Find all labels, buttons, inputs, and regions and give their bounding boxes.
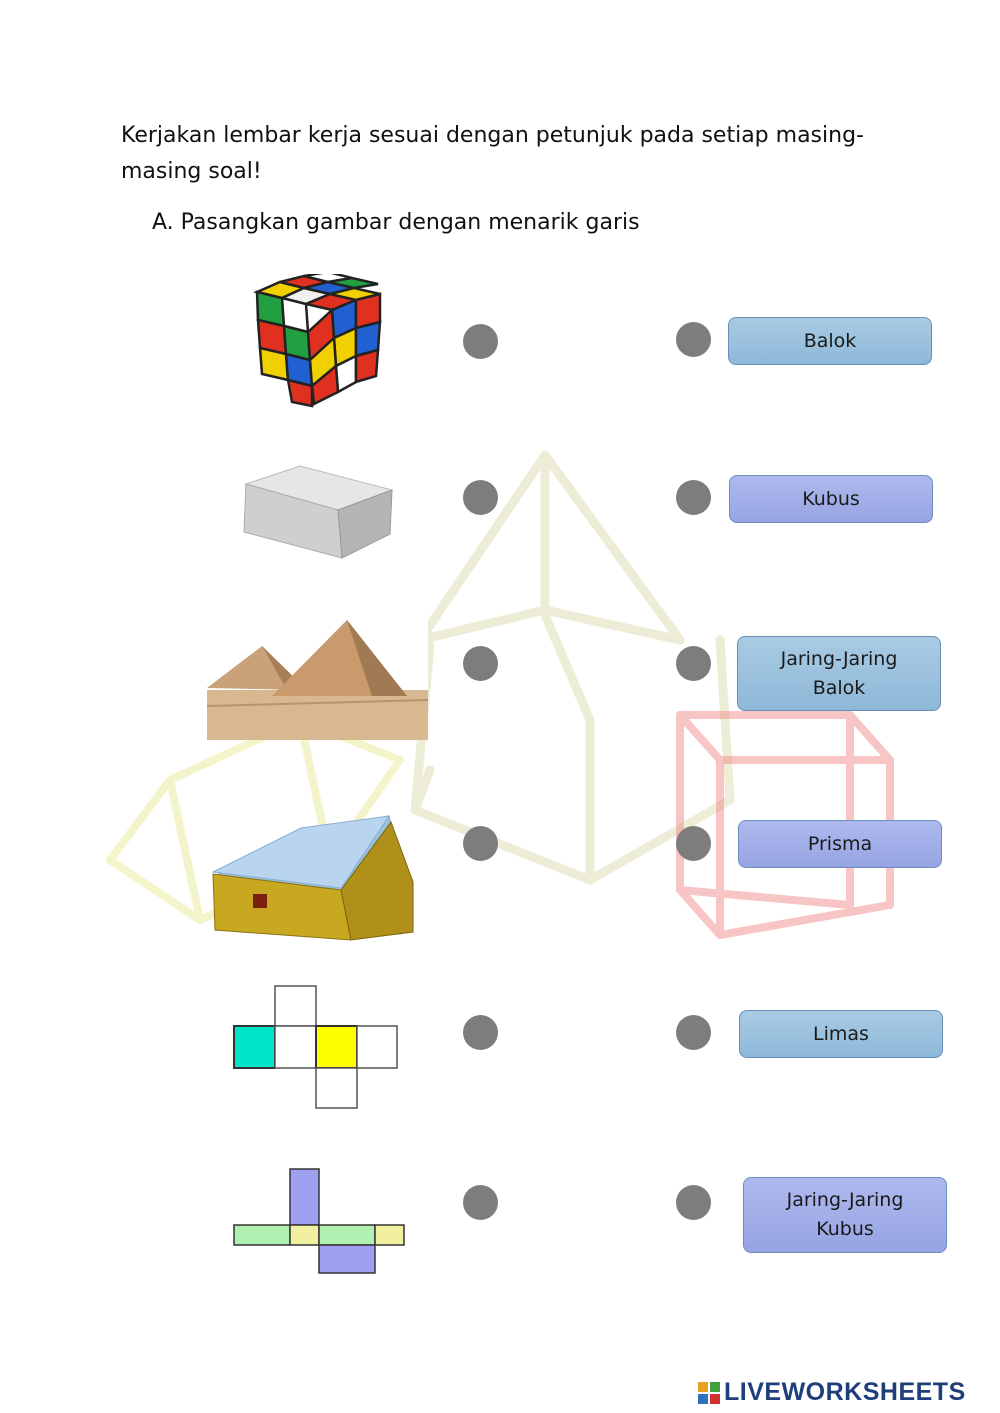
picture-dot-3[interactable] xyxy=(463,646,498,681)
answer-dot-4[interactable] xyxy=(676,826,711,861)
answer-label-jaring-kubus[interactable]: Jaring-Jaring Kubus xyxy=(743,1177,947,1253)
picture-dot-6[interactable] xyxy=(463,1185,498,1220)
answer-label-prisma[interactable]: Prisma xyxy=(738,820,942,868)
section-title: A. Pasangkan gambar dengan menarik garis xyxy=(152,210,640,235)
answer-dot-5[interactable] xyxy=(676,1015,711,1050)
liveworksheets-logo-icon xyxy=(698,1381,720,1404)
cube-net-image xyxy=(233,1168,405,1274)
liveworksheets-logo: LIVEWORKSHEETS xyxy=(698,1378,966,1407)
answer-label-limas[interactable]: Limas xyxy=(739,1010,943,1058)
picture-dot-5[interactable] xyxy=(463,1015,498,1050)
picture-dot-2[interactable] xyxy=(463,480,498,515)
answer-label-balok[interactable]: Balok xyxy=(728,317,932,365)
pyramids-image xyxy=(207,618,428,740)
brick-image xyxy=(243,465,394,559)
picture-dot-4[interactable] xyxy=(463,826,498,861)
picture-dot-1[interactable] xyxy=(463,324,498,359)
instructions-text: Kerjakan lembar kerja sesuai dengan petu… xyxy=(121,123,864,184)
rubiks-cube-image xyxy=(253,274,382,408)
answer-dot-2[interactable] xyxy=(676,480,711,515)
answer-label-kubus[interactable]: Kubus xyxy=(729,475,933,523)
answer-dot-6[interactable] xyxy=(676,1185,711,1220)
cuboid-net-image xyxy=(233,985,398,1109)
answer-dot-1[interactable] xyxy=(676,322,711,357)
answer-label-jaring-balok[interactable]: Jaring-Jaring Balok xyxy=(737,636,941,711)
answer-dot-3[interactable] xyxy=(676,646,711,681)
tent-image xyxy=(211,815,414,941)
liveworksheets-brand-text: LIVEWORKSHEETS xyxy=(724,1378,966,1406)
